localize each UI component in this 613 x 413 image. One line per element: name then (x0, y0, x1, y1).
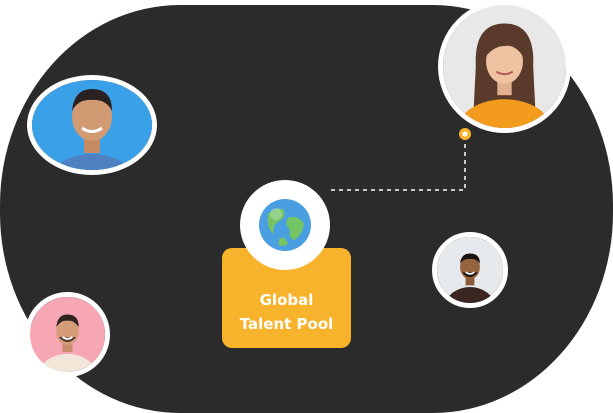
card-title: Global Talent Pool (222, 288, 351, 336)
globe-icon (259, 199, 311, 251)
avatar-man-pink-hoodie (25, 292, 110, 377)
avatar-man-blue-shirt (27, 75, 157, 175)
card-title-line2: Talent Pool (239, 315, 334, 333)
globe-badge (240, 180, 330, 270)
avatar-woman-orange-shirt (438, 0, 571, 133)
card-title-line1: Global (259, 291, 314, 309)
avatar-man-dark-sweater (432, 232, 508, 308)
